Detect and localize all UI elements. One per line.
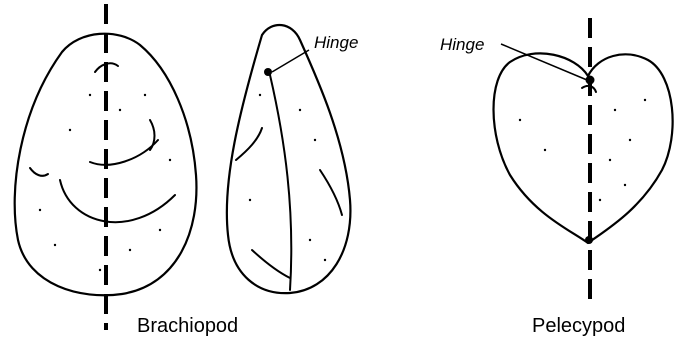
pelecypod-stipple <box>519 99 646 201</box>
brachiopod-hinge-point <box>264 68 272 76</box>
brachiopod-growth-line-4 <box>30 168 48 176</box>
brachiopod-growth-line-1 <box>60 180 175 222</box>
brachiopod-side-fold-1 <box>236 128 262 160</box>
brachiopod-hinge-leader <box>272 50 309 72</box>
brachiopod-side-view <box>227 25 351 293</box>
pelecypod-hinge-label: Hinge <box>440 35 484 54</box>
pelecypod-outline <box>494 53 673 243</box>
brachiopod-caption: Brachiopod <box>137 315 238 337</box>
brachiopod-side-fold-2 <box>320 170 342 215</box>
brachiopod-side-fold-3 <box>252 250 290 278</box>
pelecypod-view <box>494 53 673 244</box>
brachiopod-side-outline <box>227 25 351 293</box>
pelecypod-caption: Pelecypod <box>532 315 625 337</box>
brachiopod-growth-line-2 <box>90 140 158 165</box>
brachiopod-hinge-label: Hinge <box>314 33 358 52</box>
brachiopod-side-ridge <box>270 75 291 290</box>
